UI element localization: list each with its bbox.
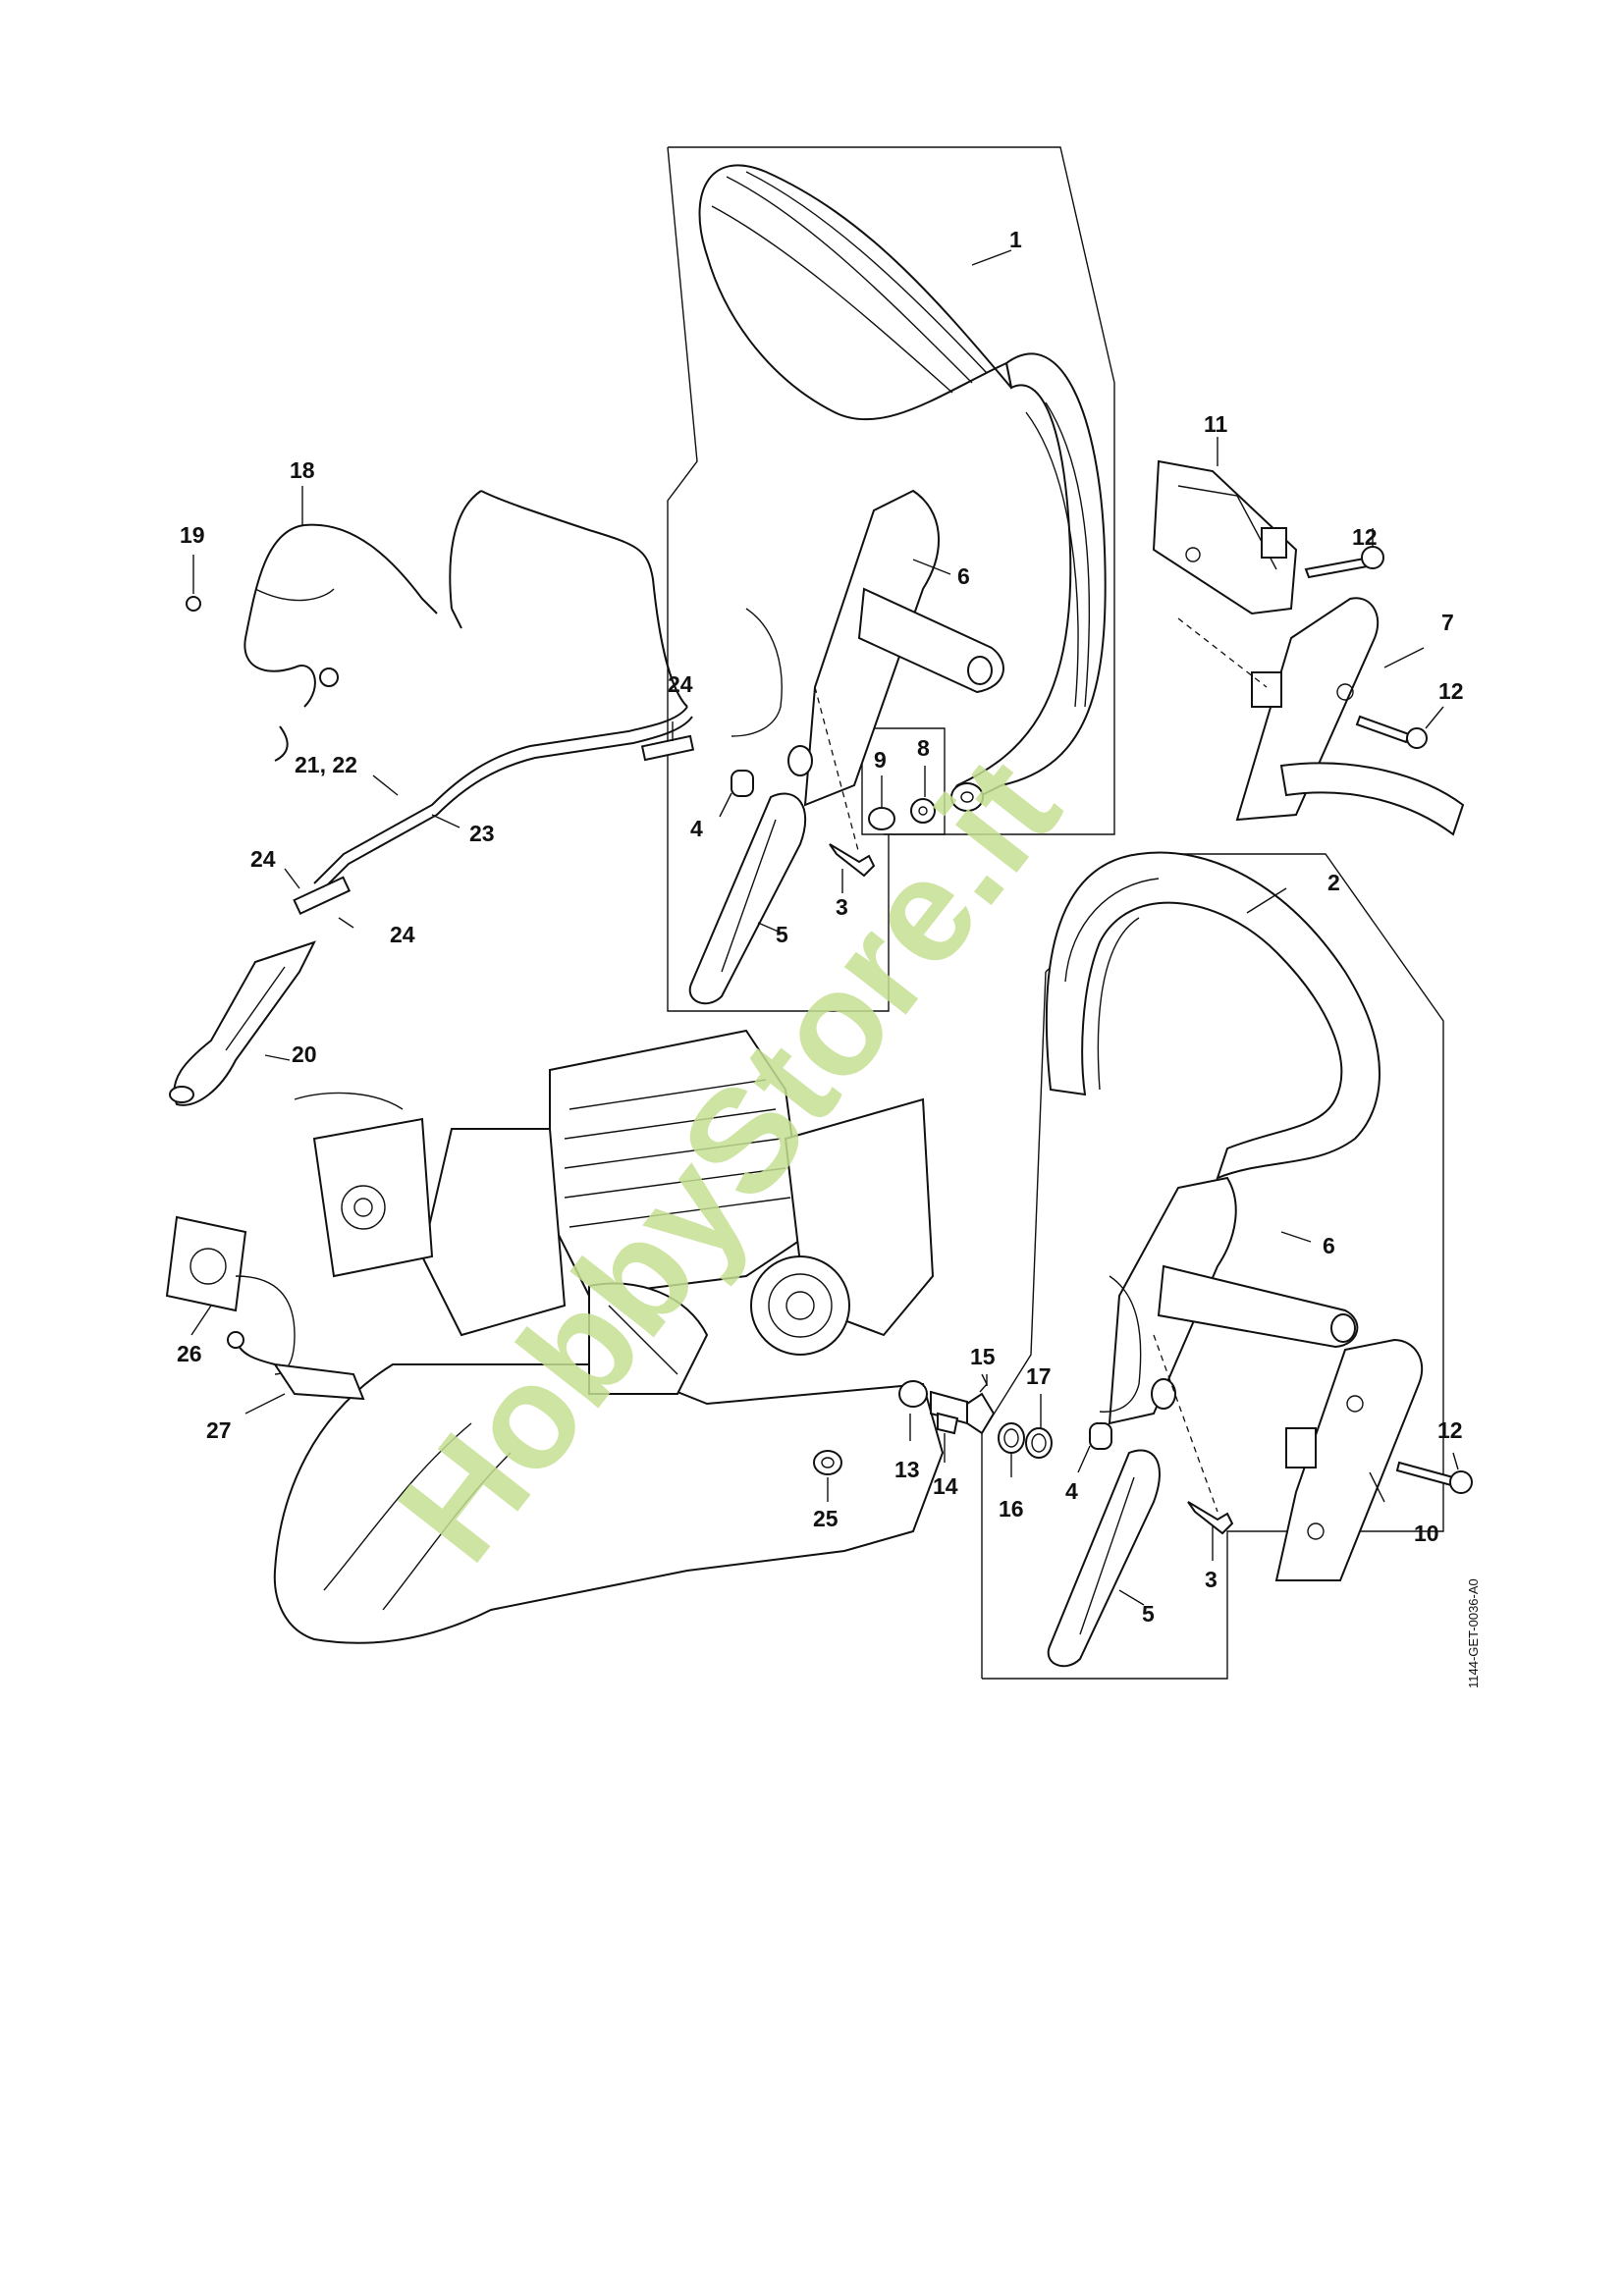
handle-bar-lower (1045, 851, 1380, 1180)
part-15 (966, 1373, 996, 1435)
document-code: 1144-GET-0036-A0 (1466, 1578, 1481, 1688)
callout-21-22: 21, 22 (295, 752, 357, 777)
part-7-cover (1177, 597, 1465, 836)
screw-12-lower (1395, 1461, 1473, 1494)
callout-26: 26 (177, 1341, 202, 1366)
carburetor-assembly (294, 1092, 434, 1278)
screw-12-mid (1355, 715, 1428, 749)
part-20-shroud (169, 940, 316, 1106)
leader-lines (190, 249, 1459, 1606)
part-8 (910, 798, 936, 824)
callout-25: 25 (813, 1506, 839, 1531)
callout-11: 11 (1204, 411, 1228, 437)
connector-19 (186, 596, 201, 612)
callout-10: 10 (1414, 1521, 1439, 1546)
callout-24-top: 24 (668, 671, 693, 697)
short-circuit-wire-21-22 (449, 490, 688, 708)
part-10-cover (1274, 1338, 1424, 1581)
throttle-rod-23 (313, 706, 693, 894)
callout-24-right: 24 (390, 922, 415, 947)
screw-12-top (1304, 546, 1384, 579)
handle-bar-upper (698, 164, 1107, 812)
callout-6-upper: 6 (957, 563, 970, 589)
callout-3-upper: 3 (836, 894, 848, 920)
callout-5-lower: 5 (1142, 1601, 1155, 1627)
support-bracket-lower (1099, 1176, 1359, 1425)
support-bracket-upper (731, 489, 1004, 807)
gasket-26 (165, 1215, 296, 1375)
callout-2: 2 (1327, 870, 1340, 895)
sleeve-24b (293, 876, 352, 915)
callout-1: 1 (1009, 227, 1022, 252)
callout-7: 7 (1441, 610, 1454, 635)
callout-27: 27 (206, 1417, 232, 1443)
part-16 (998, 1422, 1025, 1454)
callout-4-upper: 4 (690, 816, 703, 841)
part-4-lower (1089, 1422, 1112, 1450)
part-14 (930, 1390, 968, 1435)
callout-20: 20 (292, 1041, 317, 1067)
callout-13: 13 (894, 1457, 920, 1482)
part-5-upper (688, 792, 807, 1005)
callout-24-left: 24 (250, 846, 276, 872)
callout-4-lower: 4 (1065, 1478, 1078, 1504)
callout-6-lower: 6 (1323, 1233, 1335, 1258)
callout-12-mid: 12 (1438, 678, 1464, 704)
part-4-upper (731, 770, 754, 797)
callout-19: 19 (180, 522, 205, 548)
part-11-damper (1152, 459, 1298, 615)
part-9 (868, 807, 895, 830)
callout-14: 14 (933, 1473, 958, 1499)
callout-5-upper: 5 (776, 922, 788, 947)
callout-8: 8 (917, 735, 930, 761)
engine-housing (273, 1029, 945, 1644)
callout-9: 9 (874, 747, 887, 773)
callout-3-lower: 3 (1205, 1567, 1218, 1592)
part-25 (813, 1450, 842, 1475)
callout-12-top: 12 (1352, 524, 1378, 550)
part-27-shield (227, 1331, 365, 1401)
wire-harness-18 (244, 523, 438, 762)
group-frame-lower (981, 853, 1444, 1680)
callout-16: 16 (999, 1496, 1024, 1522)
part-3-lower (1153, 1334, 1234, 1535)
part-17 (1025, 1427, 1053, 1459)
part-13 (898, 1380, 928, 1408)
callout-15: 15 (970, 1344, 996, 1369)
callout-labels: 1 2 3 3 4 4 5 5 6 6 7 8 9 10 11 12 12 12… (177, 227, 1464, 1627)
callout-18: 18 (290, 457, 315, 483)
part-3-upper (814, 686, 876, 878)
sleeve-24a (640, 734, 695, 762)
part-5-lower (1047, 1449, 1161, 1668)
callout-12-lower: 12 (1437, 1417, 1463, 1443)
callout-17: 17 (1026, 1363, 1052, 1389)
callout-23: 23 (469, 821, 495, 846)
